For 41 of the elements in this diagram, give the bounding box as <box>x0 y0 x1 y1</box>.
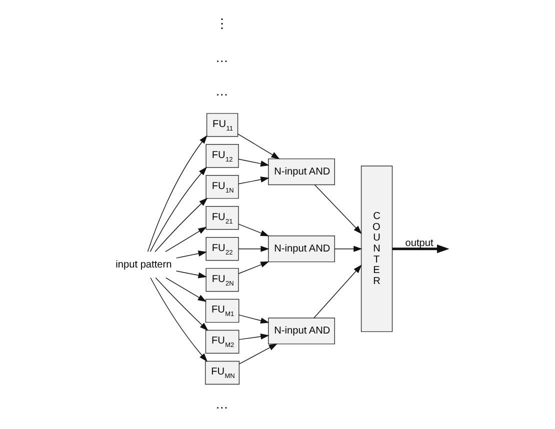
arrow <box>238 342 277 364</box>
node-box: FU$_{11}$ <box>206 112 238 136</box>
label: … <box>214 396 228 411</box>
node-box: N-input AND <box>268 317 334 344</box>
arrow <box>238 314 269 324</box>
edge-label: output <box>404 238 433 249</box>
arrow <box>392 244 448 253</box>
arrow <box>164 276 206 302</box>
arrow <box>175 250 206 258</box>
node-box: FU$_{M1}$ <box>204 298 239 322</box>
label: ⋮ <box>214 16 228 31</box>
node-box: FU$_{12}$ <box>205 144 238 168</box>
node-box: FU$_{MN}$ <box>204 360 240 384</box>
arrow <box>238 245 269 252</box>
arrow <box>154 276 208 330</box>
arrow <box>150 276 208 362</box>
arrow <box>313 264 362 318</box>
node-box: FU$_{21}$ <box>205 206 238 230</box>
node-text: input pattern <box>115 258 172 270</box>
arrow <box>146 134 207 252</box>
arrow <box>238 333 269 340</box>
arrow <box>164 226 206 252</box>
arrow <box>238 176 269 184</box>
label: … <box>214 83 228 98</box>
node-box: FU$_{M2}$ <box>204 329 239 354</box>
arrow <box>334 245 362 252</box>
node-box: FU$_{22}$ <box>205 236 238 260</box>
arrow <box>238 158 269 166</box>
label: … <box>214 49 228 64</box>
arrow <box>238 260 269 274</box>
node-box: FU$_{1N}$ <box>205 174 238 198</box>
arrow <box>175 270 206 278</box>
arrow <box>149 166 206 252</box>
arrow <box>154 197 208 252</box>
arrow <box>314 184 362 234</box>
node-box: FU$_{2N}$ <box>205 267 238 292</box>
arrow <box>238 223 269 236</box>
arrow <box>236 133 280 159</box>
node-box: N-input AND <box>268 235 334 262</box>
node-box: N-input AND <box>268 158 334 185</box>
node-box: C O U N T E R <box>360 165 392 332</box>
